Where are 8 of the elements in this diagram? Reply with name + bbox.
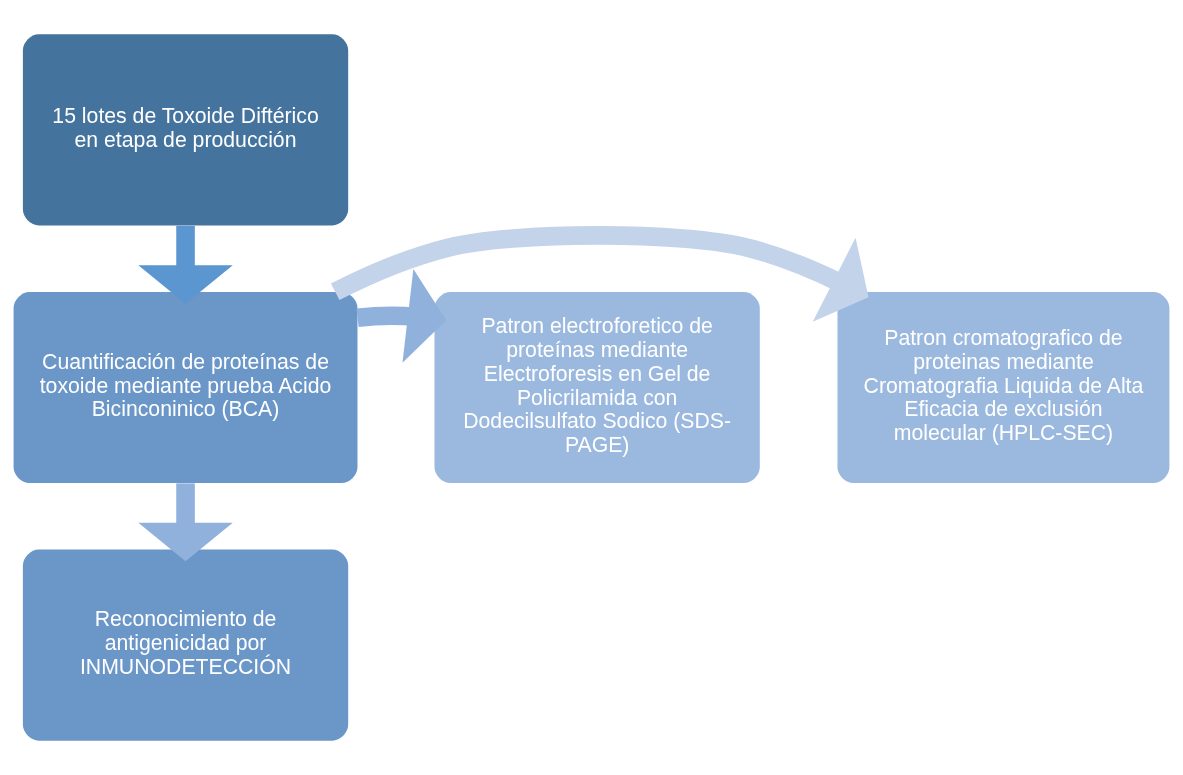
node-box: Patron electroforetico de proteínas mediante Electroforesis en Gel de Policrilamida con Dodecilsulfato Sodico (SDS-PAGE): [434, 291, 760, 484]
arrow: [138, 483, 233, 562]
arrow: [138, 225, 233, 304]
node-box: 15 lotes de Toxoide Diftérico en etapa de producción: [22, 34, 349, 226]
node-box: Cuantificación de proteínas de toxoide mediante prueba Acido Bicinconinico (BCA): [13, 291, 358, 484]
node-box: Patron cromatografico de proteinas mediante Cromatografia Liquida de Alta Eficacia de exclusión molecular (HPLC-SEC): [837, 291, 1170, 484]
node-box: Reconocimiento de antigenicidad por INMUNODETECCIÓN: [22, 549, 349, 741]
arrow: [331, 226, 869, 322]
